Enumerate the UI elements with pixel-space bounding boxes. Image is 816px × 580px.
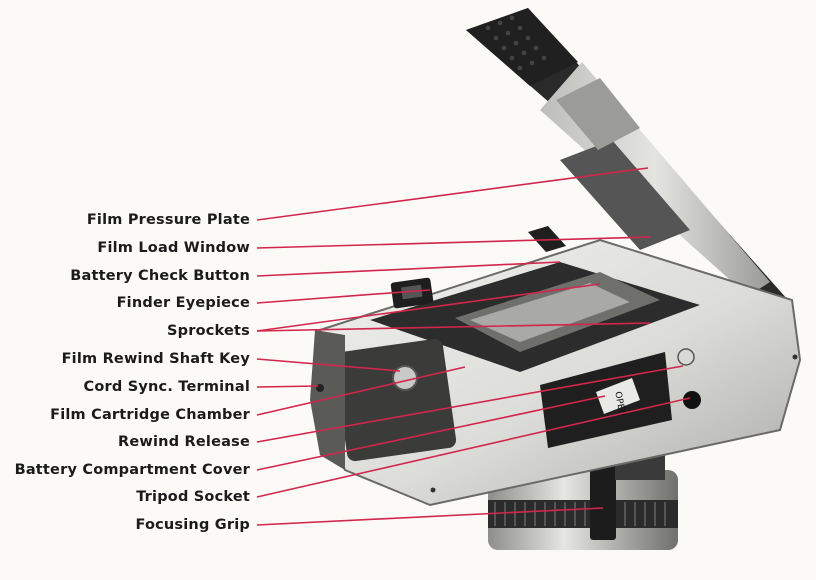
leader-line-film-cartridge-chamber [256,366,466,416]
leader-line-finder-eyepiece [256,289,431,304]
leader-line-film-load-window [256,236,651,249]
label-battery-compartment-cover: Battery Compartment Cover [14,462,250,478]
leader-line-sprockets-2 [256,322,651,332]
leader-line-film-pressure-plate [256,167,649,221]
film-pressure-plate-shape [560,140,690,250]
label-finder-eyepiece: Finder Eyepiece [116,295,250,311]
label-rewind-release: Rewind Release [118,434,250,450]
leader-line-cord-sync-terminal [256,385,319,388]
label-film-load-window: Film Load Window [97,240,250,256]
label-film-pressure-plate: Film Pressure Plate [86,212,250,228]
label-film-rewind-shaft-key: Film Rewind Shaft Key [61,351,250,367]
label-cord-sync-terminal: Cord Sync. Terminal [83,379,250,395]
label-battery-check-button: Battery Check Button [70,268,250,284]
leader-line-focusing-grip [256,507,604,526]
label-focusing-grip: Focusing Grip [135,517,250,533]
leader-line-battery-check-button [256,261,561,277]
leader-lines [256,167,691,526]
leader-line-film-rewind-shaft-key [256,358,401,372]
cover-open-text: OPEN [612,391,626,417]
leader-line-tripod-socket [256,397,691,498]
focusing-grip-lever [590,462,616,540]
leader-line-sprockets-1 [256,283,601,332]
leader-line-rewind-release [256,365,684,443]
label-film-cartridge-chamber: Film Cartridge Chamber [50,407,250,423]
label-sprockets: Sprockets [167,323,250,339]
back-door [466,8,788,312]
label-tripod-socket: Tripod Socket [136,489,250,505]
leader-line-battery-compartment-cover [256,395,606,471]
